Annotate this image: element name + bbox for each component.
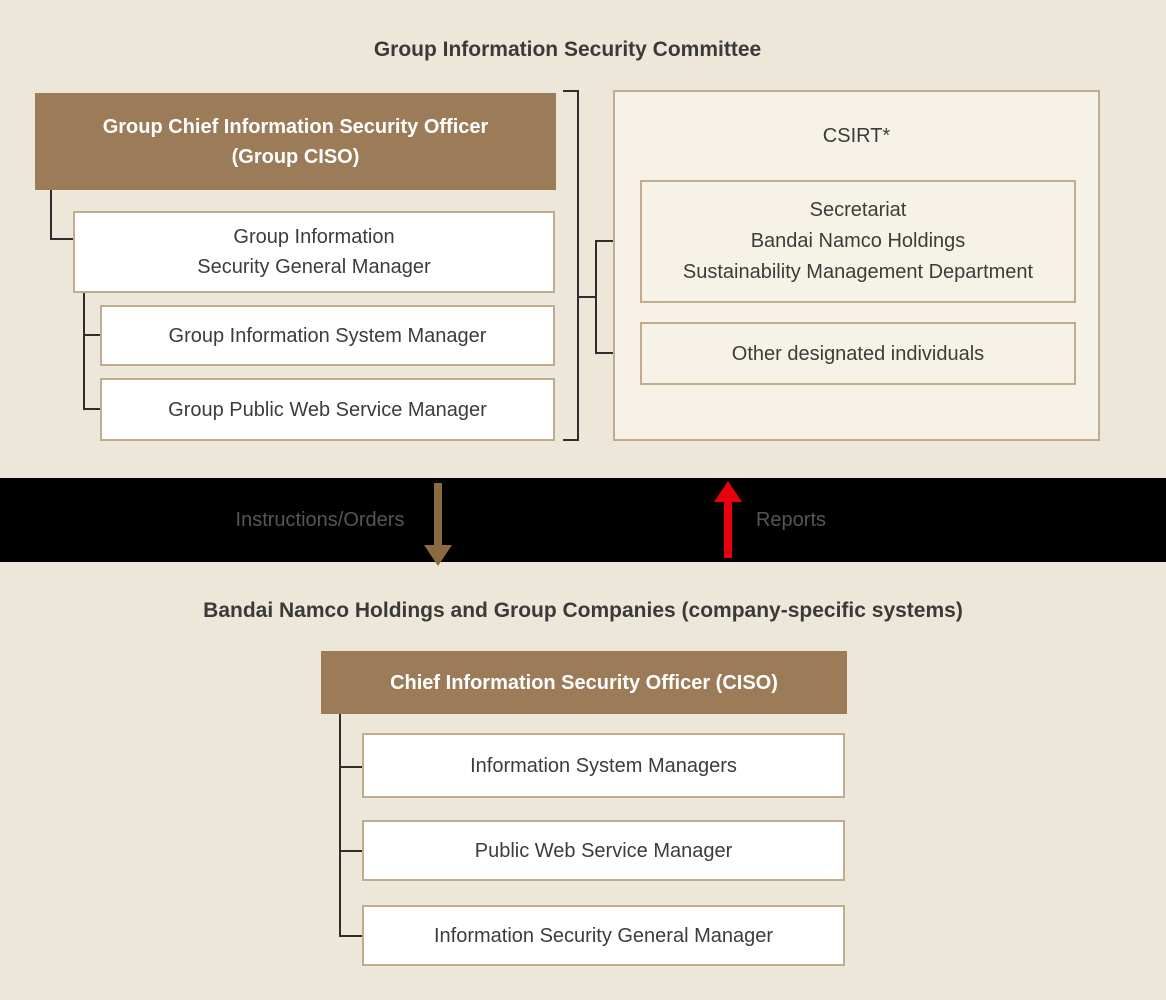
connector-line xyxy=(83,334,100,336)
bracket-line xyxy=(563,90,579,92)
bottom-section-title: Bandai Namco Holdings and Group Companie… xyxy=(203,599,963,622)
connector-line xyxy=(50,238,73,240)
bracket-line xyxy=(563,439,579,441)
bracket-line xyxy=(577,90,579,441)
reports-label: Reports xyxy=(755,509,827,531)
instructions-reports-band: Instructions/Orders Reports xyxy=(0,478,1166,562)
csirt-other-individuals-box: Other designated individuals xyxy=(640,322,1076,385)
connector-line xyxy=(83,293,85,410)
connector-line xyxy=(50,190,52,240)
connector-line xyxy=(339,935,362,937)
reports-up-arrowhead-icon xyxy=(714,481,742,502)
instructions-down-arrow-icon xyxy=(434,483,442,545)
group-information-system-manager-box: Group Information System Manager xyxy=(100,305,555,366)
bracket-line xyxy=(579,296,597,298)
group-ciso-box: Group Chief Information Security Officer… xyxy=(35,93,556,190)
ciso-box: Chief Information Security Officer (CISO… xyxy=(321,651,847,714)
information-system-managers-box: Information System Managers xyxy=(362,733,845,798)
connector-line xyxy=(339,850,362,852)
instructions-down-arrowhead-icon xyxy=(424,545,452,566)
csirt-secretariat-box: Secretariat Bandai Namco Holdings Sustai… xyxy=(640,180,1076,303)
csirt-title: CSIRT* xyxy=(822,124,891,147)
connector-line xyxy=(339,714,341,937)
connector-line xyxy=(339,766,362,768)
reports-up-arrow-icon xyxy=(724,501,732,558)
instructions-orders-label: Instructions/Orders xyxy=(235,509,405,531)
public-web-service-manager-box: Public Web Service Manager xyxy=(362,820,845,881)
information-security-general-manager-box: Information Security General Manager xyxy=(362,905,845,966)
connector-line xyxy=(83,408,100,410)
bracket-line xyxy=(595,240,597,354)
group-public-web-service-manager-box: Group Public Web Service Manager xyxy=(100,378,555,441)
top-section-title: Group Information Security Committee xyxy=(373,38,762,61)
group-security-general-manager-box: Group Information Security General Manag… xyxy=(73,211,555,293)
